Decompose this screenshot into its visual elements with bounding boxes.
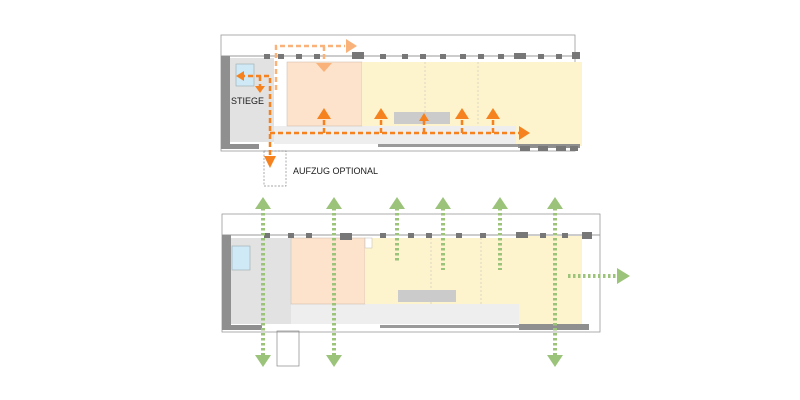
arrow-heads-light — [316, 39, 357, 72]
elevator-optional-box-b — [276, 330, 300, 367]
arrow-heads-orange — [236, 71, 530, 168]
core-block-b — [398, 290, 456, 302]
room-yellow-b3 — [481, 238, 519, 304]
stair-window-b — [231, 245, 251, 271]
elevator-optional-box — [263, 150, 287, 187]
elevator-label: AUFZUG OPTIONAL — [293, 166, 378, 176]
plan-bottom — [221, 197, 630, 367]
left-wall-b — [222, 235, 231, 327]
window-piers-bottom — [520, 146, 578, 151]
bottom-wall — [221, 144, 259, 149]
corridor-b — [291, 304, 519, 324]
left-wall — [221, 56, 230, 146]
stair-label: STIEGE — [231, 96, 264, 106]
room-yellow-b4 — [519, 236, 582, 324]
window-piers-top — [264, 52, 580, 59]
corridor — [274, 126, 520, 144]
window-piers-top-b — [264, 232, 592, 240]
ventilation-arrow-icon — [261, 208, 618, 356]
circulation-arrow-light — [274, 44, 345, 90]
plan-top: STIEGE AUFZUG OPTIONAL — [220, 34, 582, 187]
bottom-wall-right — [378, 144, 518, 147]
circulation-arrow-icon — [241, 74, 520, 155]
ventilation-arrow-heads — [255, 197, 630, 367]
room-orange-b — [290, 237, 366, 305]
